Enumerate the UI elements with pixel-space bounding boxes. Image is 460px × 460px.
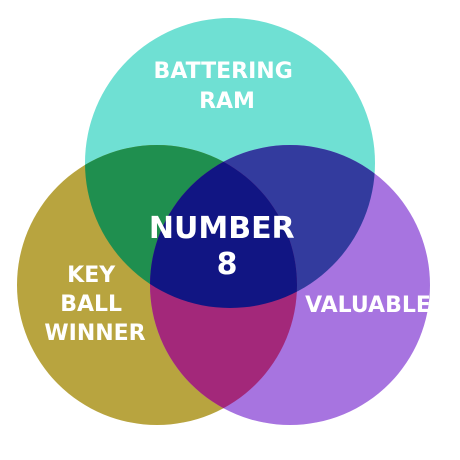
label-right-line-1: VALUABLE [305,293,431,318]
label-right: VALUABLE [305,293,431,318]
label-top: BATTERING RAM [154,59,301,114]
label-left-line-2: BALL [60,292,122,317]
label-top-line-1: BATTERING [154,59,293,84]
label-left-line-3: WINNER [44,321,145,346]
label-center-line-2: 8 [217,247,238,282]
label-left: KEY BALL WINNER [44,263,145,346]
label-center-line-1: NUMBER [149,211,295,246]
label-top-line-2: RAM [199,89,255,114]
label-center: NUMBER 8 [149,211,305,282]
overlap-center [150,145,297,308]
label-left-line-1: KEY [67,263,116,288]
